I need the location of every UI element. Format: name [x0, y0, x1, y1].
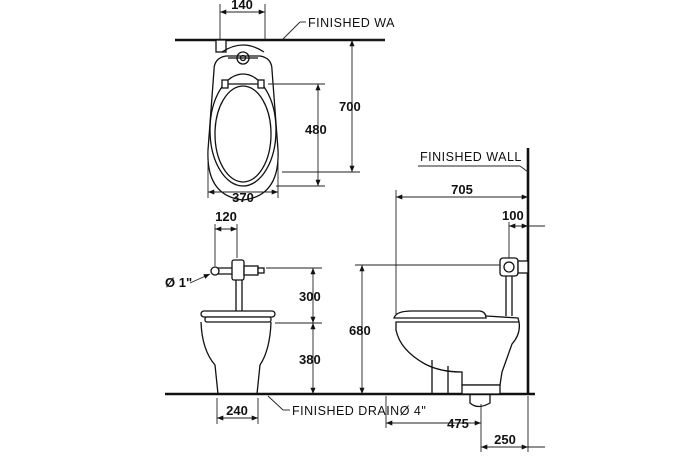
dim-front-base-width: 240 [226, 403, 248, 418]
dim-top-width: 140 [231, 0, 253, 12]
side-drain-outlet [469, 394, 491, 408]
top-seat-inner [214, 85, 272, 183]
top-view: FINISHED WA 140 700 480 [175, 0, 395, 205]
finished-drain-label: FINISHED DRAINØ 4" [292, 404, 426, 418]
side-view: FINISHED WALL 705 100 680 [349, 148, 545, 452]
dim-front-flush-offset: 120 [215, 209, 237, 224]
side-seat [393, 310, 487, 319]
dim-side-drain-offset: 475 [447, 416, 469, 431]
dim-front-valve-height: 300 [299, 289, 321, 304]
side-bowl [395, 321, 520, 386]
dim-top-overall-width: 370 [232, 190, 254, 205]
top-wall-leader [281, 21, 301, 41]
front-bowl [200, 321, 272, 395]
dim-side-drain-to-wall: 250 [494, 432, 516, 447]
front-pipe-diameter: Ø 1" [165, 275, 192, 290]
side-base [461, 384, 501, 395]
top-valve-stub [215, 39, 227, 53]
front-flush-valve [231, 259, 245, 281]
dim-side-projection: 705 [451, 182, 473, 197]
side-flush-valve [499, 257, 519, 277]
dim-side-valve-height: 680 [349, 323, 371, 338]
front-supply-inlet [210, 266, 220, 276]
top-finished-wall-label: FINISHED WA [308, 16, 395, 30]
front-seat [200, 310, 276, 318]
top-bowl-outline [207, 55, 279, 201]
side-finished-wall-label: FINISHED WALL [420, 150, 522, 164]
dim-top-depth: 700 [339, 99, 361, 114]
top-seat-outline [209, 73, 277, 187]
dim-side-wall-offset: 100 [502, 208, 524, 223]
dim-top-seat-length: 480 [305, 122, 327, 137]
dim-front-rim-height: 380 [299, 352, 321, 367]
